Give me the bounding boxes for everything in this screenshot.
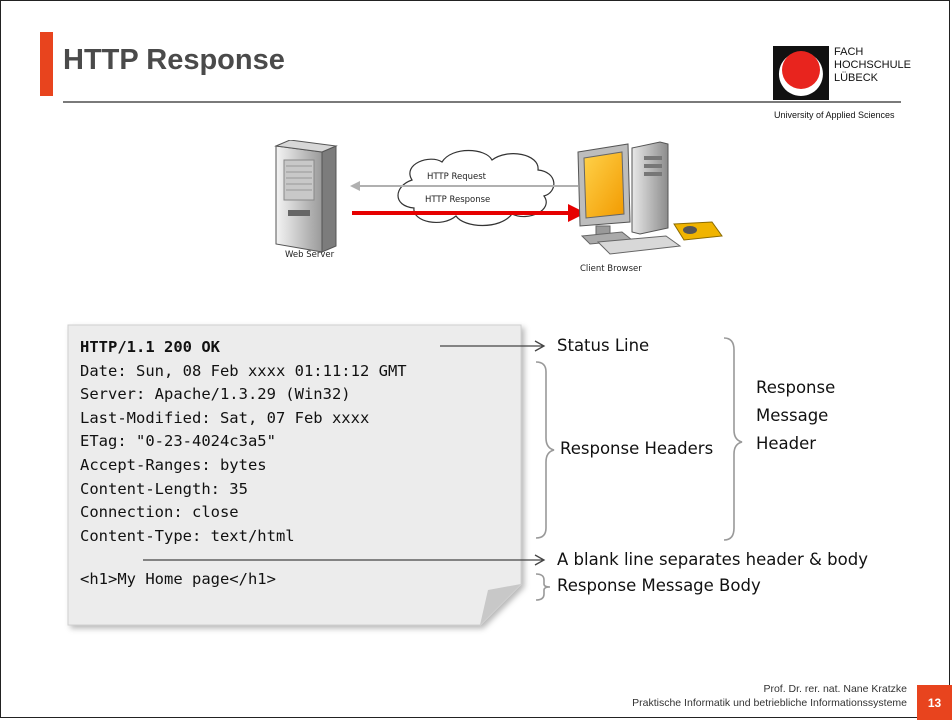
http-request-label: HTTP Request	[427, 172, 486, 182]
body-brace	[535, 573, 551, 601]
message-header-annotation-1: Response	[756, 378, 836, 397]
logo-line-3: LÜBECK	[834, 72, 879, 84]
code-header-line: Last-Modified: Sat, 07 Feb xxxx	[80, 408, 370, 427]
headers-brace	[535, 361, 555, 539]
code-status-line: HTTP/1.1 200 OK	[80, 338, 220, 356]
message-body-annotation: Response Message Body	[557, 576, 761, 595]
slide-footer: Prof. Dr. rer. nat. Nane Kratzke Praktis…	[632, 682, 907, 710]
code-header-line: ETag: "0-23-4024c3a5"	[80, 432, 276, 451]
client-computer-icon	[577, 141, 723, 255]
code-body-line: <h1>My Home page</h1>	[80, 570, 276, 589]
logo-line-2: HOCHSCHULE	[834, 59, 912, 71]
code-header-line: Date: Sun, 08 Feb xxxx 01:11:12 GMT	[80, 361, 407, 380]
server-icon	[274, 139, 338, 253]
slide-title: HTTP Response	[63, 44, 285, 76]
footer-course: Praktische Informatik und betriebliche I…	[632, 697, 907, 709]
code-header-line: Connection: close	[80, 503, 239, 522]
message-header-annotation-3: Header	[756, 434, 817, 453]
footer-author: Prof. Dr. rer. nat. Nane Kratzke	[763, 683, 907, 695]
code-header-line: Server: Apache/1.3.29 (Win32)	[80, 385, 351, 404]
university-logo-icon	[773, 46, 829, 100]
http-diagram: HTTP Request HTTP Response Web Server Cl…	[260, 139, 740, 290]
blank-line-annotation: A blank line separates header & body	[557, 550, 868, 569]
code-header-line: Content-Length: 35	[80, 479, 248, 498]
network-cloud-icon	[397, 150, 555, 226]
university-subtitle: University of Applied Sciences	[774, 110, 895, 120]
status-line-arrowhead	[534, 340, 546, 352]
university-logo-text: FACH HOCHSCHULE LÜBECK	[834, 46, 911, 85]
message-header-annotation-2: Message	[756, 406, 829, 425]
message-header-brace	[723, 337, 743, 541]
blank-line-arrowhead	[534, 554, 546, 566]
code-header-line: Content-Type: text/html	[80, 526, 295, 545]
http-diagram-graphic	[274, 139, 723, 255]
web-server-label: Web Server	[285, 250, 335, 260]
title-divider	[63, 101, 901, 103]
page-number-badge: 13	[917, 685, 952, 720]
code-header-line: Accept-Ranges: bytes	[80, 455, 267, 474]
title-accent-bar	[40, 32, 53, 96]
status-line-annotation: Status Line	[557, 336, 650, 355]
response-headers-annotation: Response Headers	[560, 439, 714, 458]
client-browser-label: Client Browser	[580, 264, 642, 274]
http-response-code: HTTP/1.1 200 OK Date: Sun, 08 Feb xxxx 0…	[80, 336, 407, 592]
logo-line-1: FACH	[834, 46, 864, 58]
http-response-label: HTTP Response	[425, 195, 491, 205]
